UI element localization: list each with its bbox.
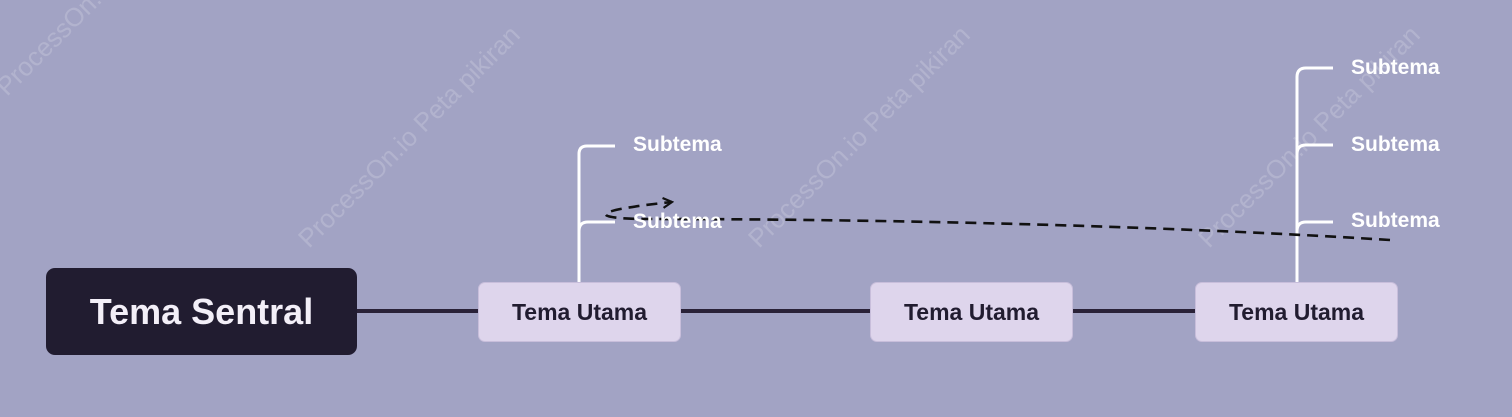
subtopic-3-2[interactable]: Subtema: [1351, 133, 1440, 156]
subtopic-1-2[interactable]: Subtema: [633, 210, 722, 233]
branch-main-1-subtopic-2: [577, 220, 615, 232]
branch-main-3-subtopic-3: [1295, 220, 1333, 232]
main-topic-3[interactable]: Tema Utama: [1195, 282, 1398, 342]
subtopic-1-1[interactable]: Subtema: [633, 133, 722, 156]
main-topic-2[interactable]: Tema Utama: [870, 282, 1073, 342]
branch-main-3-subtopic-1: [1295, 66, 1333, 282]
central-topic[interactable]: Tema Sentral: [46, 268, 357, 355]
relationship-arrow[interactable]: [604, 202, 1391, 242]
subtopic-3-1[interactable]: Subtema: [1351, 56, 1440, 79]
branch-main-3-subtopic-2: [1295, 143, 1333, 155]
subtopic-3-3[interactable]: Subtema: [1351, 209, 1440, 232]
branch-main-1-subtopic-1: [577, 144, 615, 282]
main-topic-1[interactable]: Tema Utama: [478, 282, 681, 342]
